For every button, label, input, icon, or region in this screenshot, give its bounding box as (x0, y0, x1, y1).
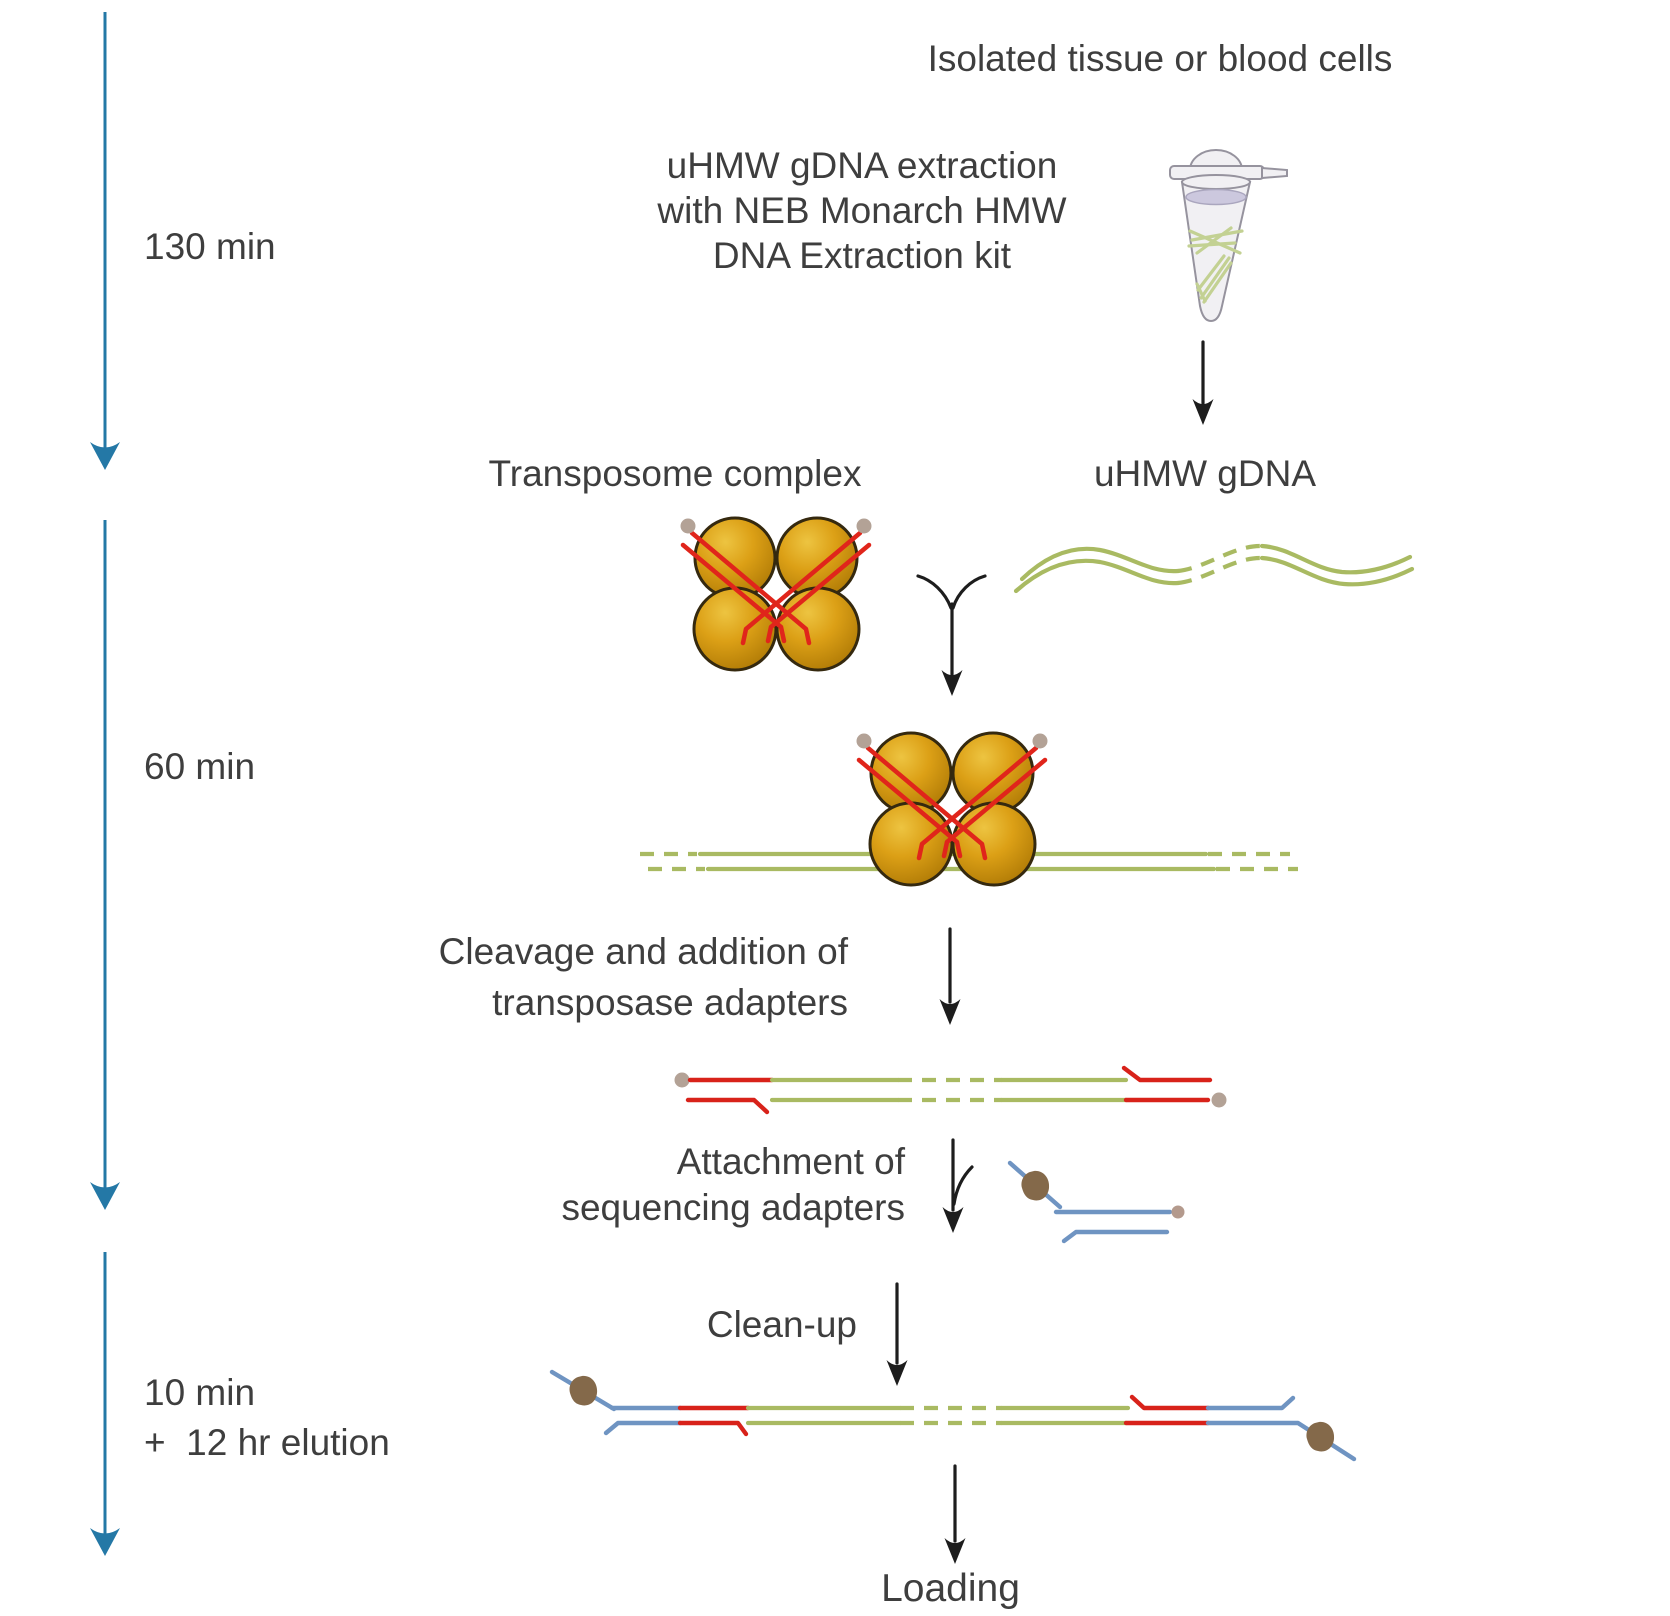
sequencing-adapter-icon (1007, 1160, 1185, 1244)
gdna-label: uHMW gDNA (1093, 453, 1317, 494)
cleanup-label: Clean-up (706, 1304, 857, 1345)
tube-icon (1169, 149, 1288, 323)
duration-10min-block: 10 min + 12 hr elution (144, 1368, 390, 1468)
duration-60min: 60 min (144, 746, 256, 787)
merge-arrow (916, 574, 987, 696)
transposome-on-dna (640, 733, 1298, 885)
extraction-line1: uHMW gDNA extraction (666, 145, 1058, 186)
duration-130min: 130 min (144, 226, 276, 267)
attachment-line2: sequencing adapters (561, 1187, 905, 1228)
final-library (549, 1369, 1357, 1462)
transposome-label: Transposome complex (488, 453, 862, 494)
extraction-label: uHMW gDNA extraction with NEB Monarch HM… (612, 143, 1112, 278)
attachment-line1: Attachment of (676, 1141, 905, 1182)
gdna-strand (1013, 543, 1415, 594)
attachment-label: Attachment of sequencing adapters (450, 1139, 905, 1231)
source-label: Isolated tissue or blood cells (927, 38, 1393, 79)
timeline-arrow-60min (90, 520, 120, 1210)
cleavage-line1: Cleavage and addition of (438, 931, 848, 972)
timeline-arrow-10min (90, 1252, 120, 1556)
duration-10min: 10 min (144, 1372, 256, 1413)
cleanup-arrow (886, 1282, 908, 1386)
cleavage-label: Cleavage and addition of transposase ada… (400, 926, 848, 1028)
tagged-fragment (674, 1065, 1227, 1115)
cleavage-arrow (939, 927, 961, 1025)
attachment-arrow (942, 1138, 974, 1233)
extraction-line3: DNA Extraction kit (712, 235, 1012, 276)
timeline-arrow-130min (90, 12, 120, 470)
loading-arrow (944, 1464, 966, 1564)
duration-elution: + 12 hr elution (144, 1422, 390, 1463)
tube-dna-strands (1187, 226, 1244, 304)
transposome-complex-icon (681, 518, 872, 670)
extraction-arrow (1192, 340, 1214, 425)
loading-label: Loading (881, 1567, 1020, 1610)
extraction-line2: with NEB Monarch HMW (657, 190, 1067, 231)
cleavage-line2: transposase adapters (492, 982, 848, 1023)
